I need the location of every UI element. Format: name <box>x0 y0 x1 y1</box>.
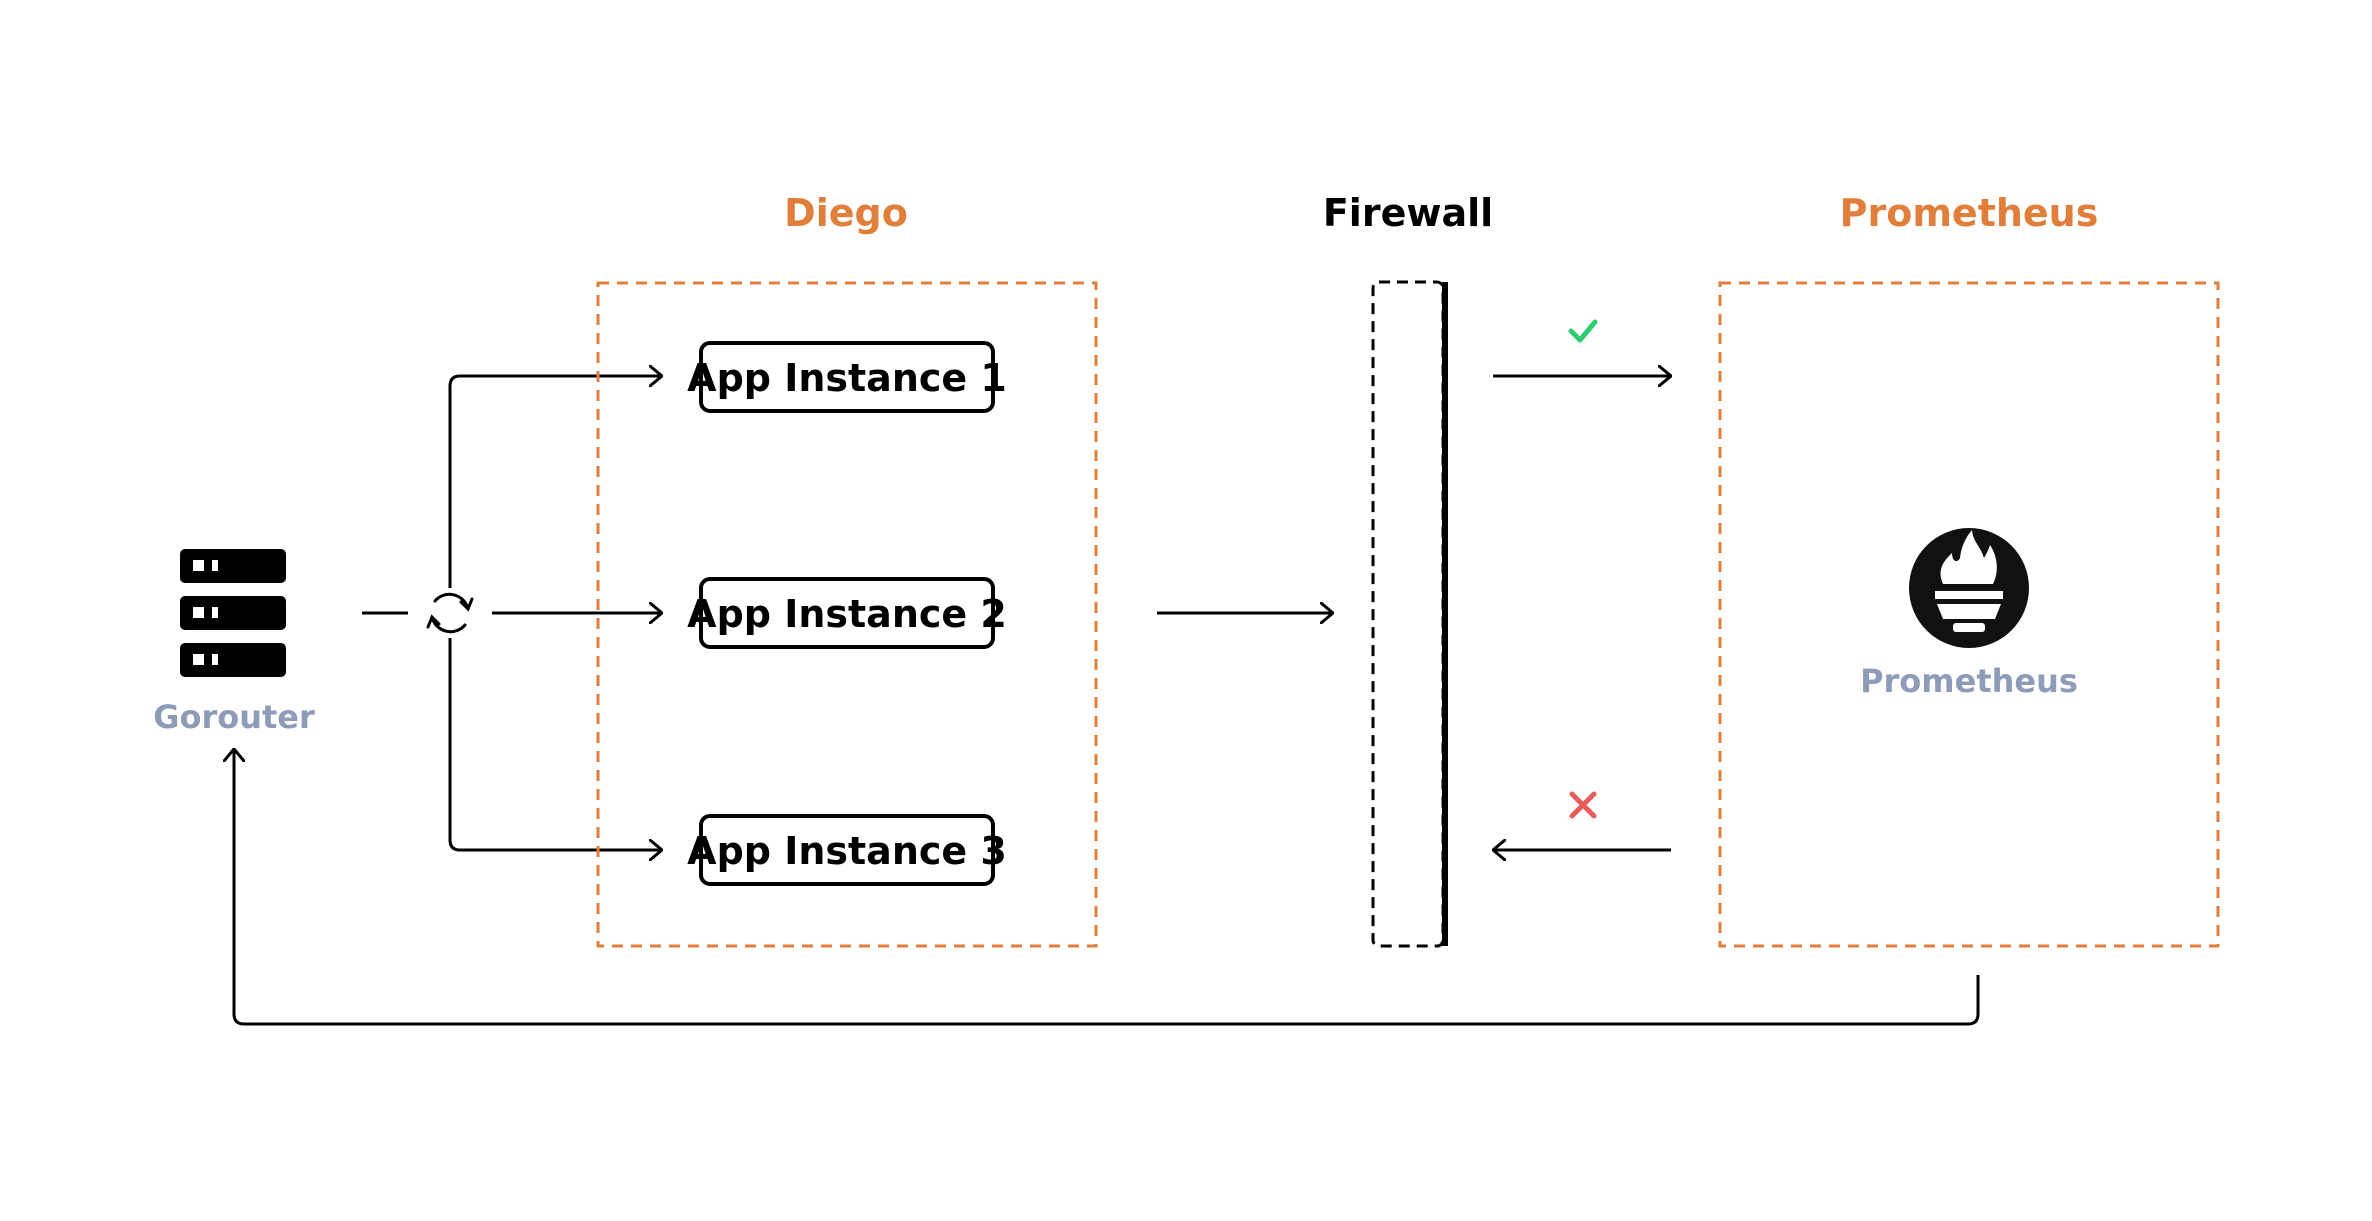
cross-icon <box>1569 791 1597 819</box>
app-instance-3[interactable]: App Instance 3 <box>687 814 1007 886</box>
app-instance-1-label: App Instance 1 <box>687 356 1007 400</box>
prometheus-torch-icon <box>1909 528 2029 648</box>
diego-container <box>596 281 1098 948</box>
routing-lines <box>448 376 662 850</box>
firewall-barrier <box>1371 280 1448 948</box>
prometheus-container <box>1718 281 2220 948</box>
app-instance-1[interactable]: App Instance 1 <box>687 341 1007 413</box>
route-arrow-3 <box>448 638 662 850</box>
check-icon <box>1568 319 1598 343</box>
refresh-cycle-icon <box>426 592 474 634</box>
gorouter-label: Gorouter <box>153 698 315 736</box>
gorouter-node: Gorouter <box>153 549 315 736</box>
return-path-arrow <box>234 749 1980 1026</box>
app-instance-3-label: App Instance 3 <box>687 829 1007 873</box>
firewall-title: Firewall <box>1323 191 1493 235</box>
app-instance-2[interactable]: App Instance 2 <box>687 577 1007 649</box>
server-stack-icon <box>180 549 286 677</box>
diego-title: Diego <box>784 191 908 235</box>
route-arrow-1 <box>448 376 662 588</box>
prometheus-title: Prometheus <box>1840 191 2099 235</box>
prometheus-label: Prometheus <box>1860 662 2078 700</box>
app-instance-2-label: App Instance 2 <box>687 592 1007 636</box>
